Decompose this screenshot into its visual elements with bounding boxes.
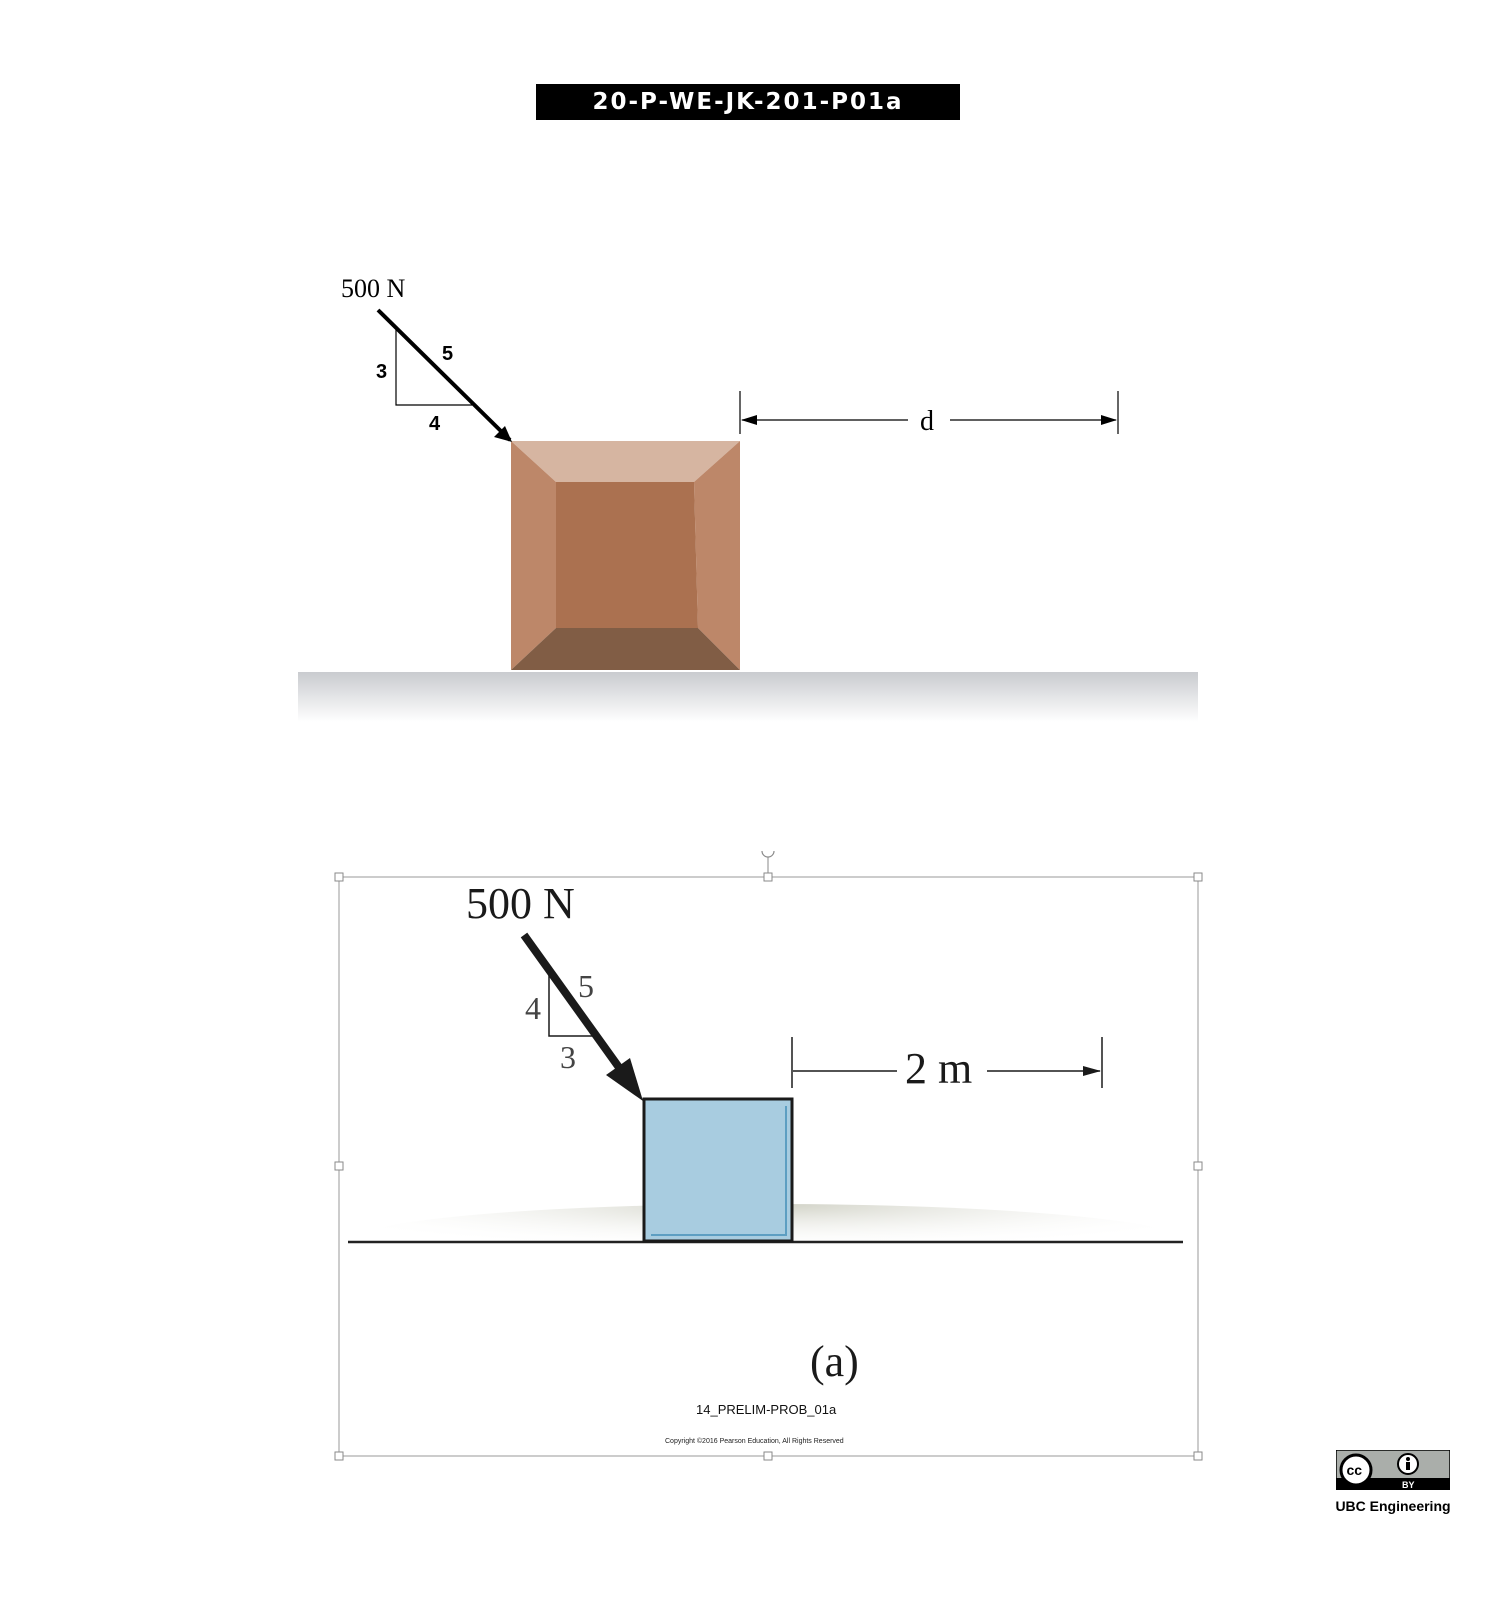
bottom-block — [642, 1097, 794, 1243]
top-floor — [298, 672, 1198, 722]
top-distance-label: d — [920, 406, 934, 437]
top-slope-rise: 3 — [376, 361, 387, 383]
top-figure: 500 N 3 5 4 d — [298, 274, 1198, 722]
top-dimension: d — [739, 391, 1119, 437]
org-label: UBC Engineering — [1335, 1498, 1451, 1514]
bottom-slope-triangle — [548, 975, 594, 1037]
bottom-slope-run: 3 — [560, 1039, 576, 1075]
top-force-label: 500 N — [341, 274, 406, 303]
top-force-arrowhead — [494, 426, 512, 442]
bottom-slope-hyp: 5 — [578, 968, 594, 1004]
page-title: 20-P-WE-JK-201-P01a — [536, 84, 960, 120]
figure-copyright: Copyright ©2016 Pearson Education, All R… — [665, 1437, 844, 1445]
top-block — [511, 441, 740, 670]
bottom-dimension: 2 m — [791, 1037, 1103, 1093]
bottom-block-inner-edge — [651, 1106, 787, 1236]
figure-id: 14_PRELIM-PROB_01a — [696, 1402, 837, 1417]
bottom-slope-rise: 4 — [525, 990, 541, 1026]
bottom-force-label: 500 N — [466, 879, 575, 928]
top-force-arrow — [376, 308, 512, 442]
top-slope-run: 4 — [429, 413, 441, 435]
bottom-force-arrow — [520, 932, 632, 1083]
rotate-handle[interactable] — [761, 850, 775, 873]
bottom-force-arrowhead — [606, 1058, 643, 1101]
bottom-figure: 500 N 4 5 3 2 m (a) 14_PRELIM-PROB_01a C… — [334, 850, 1203, 1461]
license-text: BY — [1402, 1480, 1415, 1490]
top-slope-triangle — [395, 326, 472, 406]
cc-by-icon: cc BY — [1336, 1450, 1450, 1490]
svg-text:cc: cc — [1347, 1462, 1363, 1478]
bottom-distance-label: 2 m — [905, 1044, 972, 1093]
top-slope-hyp: 5 — [442, 343, 453, 365]
figure-caption: (a) — [810, 1337, 859, 1386]
